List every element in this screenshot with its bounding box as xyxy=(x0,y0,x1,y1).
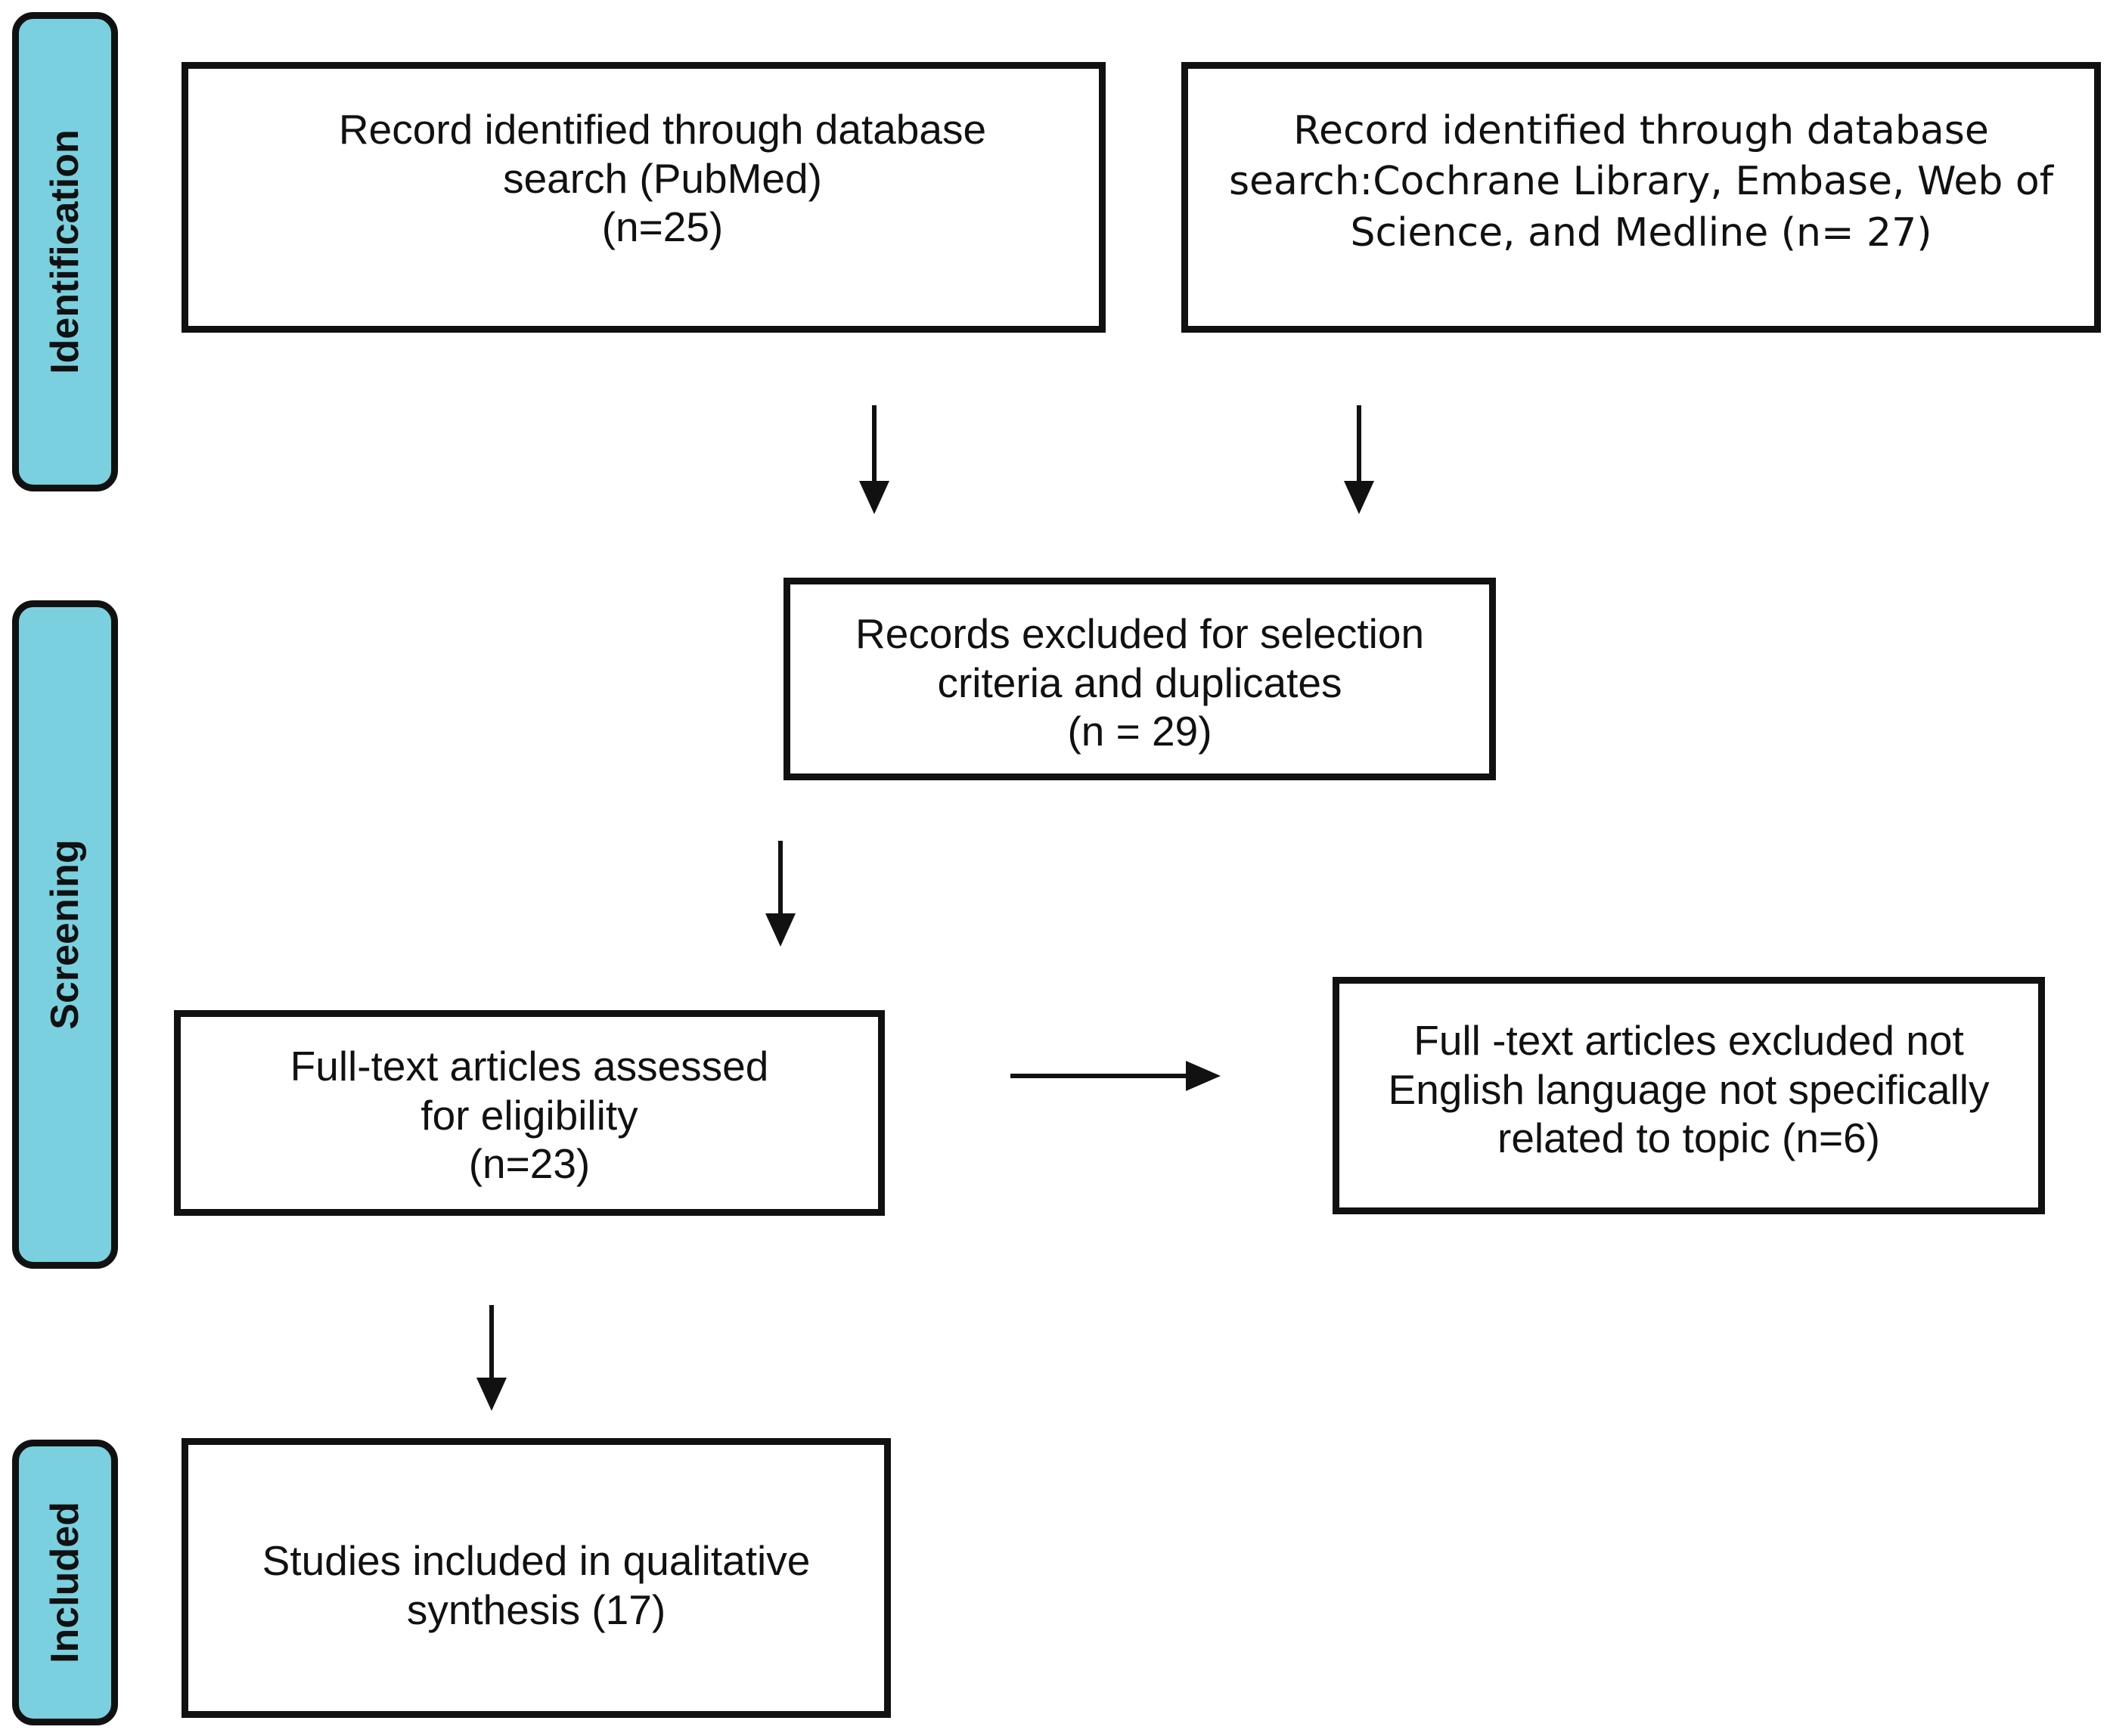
box-records-other-line2: search:Cochrane Library, Embase, Web of xyxy=(1228,159,2054,205)
box-studies-included-line1: Studies included in qualitative xyxy=(262,1537,811,1585)
arrow-down-other-databases xyxy=(1344,405,1374,514)
phase-screening: Screening xyxy=(12,600,118,1269)
box-fulltext-excluded-line2: English language not specifically xyxy=(1388,1065,1990,1113)
phase-included-label: Included xyxy=(43,1502,87,1663)
box-fulltext-assessed: Full-text articles assessed for eligibil… xyxy=(174,1010,885,1216)
arrow-right-to-excluded xyxy=(1010,1061,1221,1091)
phase-included: Included xyxy=(12,1440,118,1725)
box-studies-included: Studies included in qualitative synthesi… xyxy=(182,1438,891,1718)
box-fulltext-excluded-line1: Full -text articles excluded not xyxy=(1413,1016,1964,1064)
box-records-pubmed-line1: Record identified through database xyxy=(338,105,987,153)
arrow-down-to-included xyxy=(476,1305,507,1411)
phase-identification-label: Identification xyxy=(43,129,87,374)
phase-identification: Identification xyxy=(12,12,118,491)
box-records-excluded: Records excluded for selection criteria … xyxy=(783,578,1496,780)
box-records-pubmed-line2: search (PubMed) xyxy=(503,154,822,202)
box-fulltext-assessed-line2: for eligibility xyxy=(420,1091,638,1139)
box-fulltext-assessed-line3: (n=23) xyxy=(468,1140,591,1188)
box-studies-included-line2: synthesis (17) xyxy=(406,1586,666,1633)
box-records-other-line1: Record identified through database xyxy=(1293,107,1989,153)
box-fulltext-excluded-line3: related to topic (n=6) xyxy=(1497,1114,1880,1162)
arrow-down-pubmed xyxy=(859,405,889,514)
box-records-other-line3: Science, and Medline (n= 27) xyxy=(1350,209,1932,256)
box-records-excluded-line3: (n = 29) xyxy=(1067,708,1212,755)
arrow-down-to-fulltext xyxy=(765,841,796,947)
box-fulltext-assessed-line1: Full-text articles assessed xyxy=(290,1042,769,1090)
box-records-pubmed: Record identified through database searc… xyxy=(182,62,1106,333)
box-records-excluded-line2: criteria and duplicates xyxy=(937,659,1342,706)
phase-screening-label: Screening xyxy=(43,839,87,1030)
box-fulltext-excluded: Full -text articles excluded not English… xyxy=(1333,977,2045,1214)
box-records-other-databases: Record identified through database searc… xyxy=(1181,62,2101,333)
box-records-excluded-line1: Records excluded for selection xyxy=(855,609,1425,657)
box-records-pubmed-line3: (n=25) xyxy=(601,203,724,251)
